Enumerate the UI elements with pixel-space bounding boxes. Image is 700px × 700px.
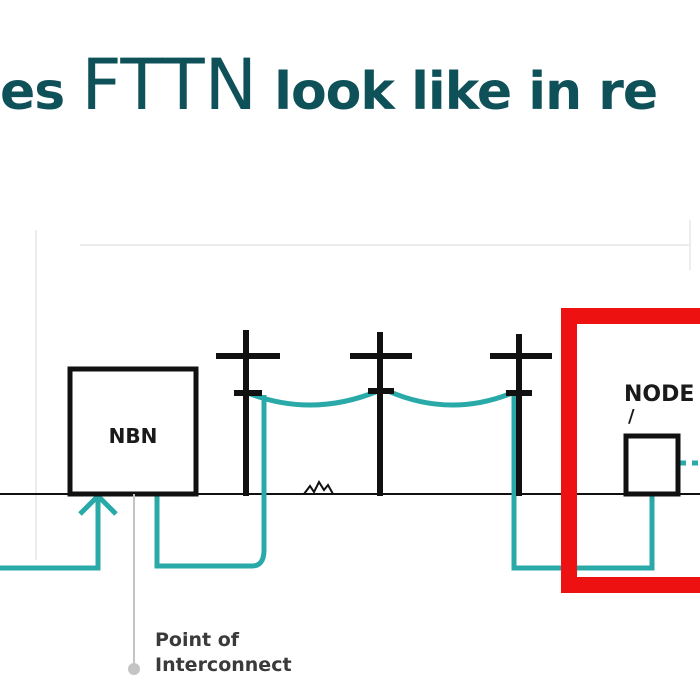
fibre-pole-to-node [511, 395, 655, 571]
background-gridlines [35, 220, 691, 560]
poi-label-line2: Interconnect [155, 654, 292, 676]
nbn-label: NBN [109, 424, 158, 448]
node-pointer: / [628, 406, 635, 427]
slide-title: es FTTN look like in re [0, 50, 658, 122]
title-prefix: es [0, 62, 82, 122]
node-cabinet-box [623, 433, 681, 497]
poi-label-line1: Point of [155, 629, 240, 651]
grass-tuft-icon [303, 479, 334, 495]
telegraph-pole-3 [490, 334, 552, 496]
fibre-to-nbn [0, 498, 101, 571]
title-suffix: look like in re [257, 62, 658, 122]
title-highlight: FTTN [81, 44, 258, 126]
node-highlight-frame [561, 308, 700, 593]
fibre-nbn-to-pole [154, 395, 267, 569]
telegraph-pole-2 [350, 332, 412, 496]
poi-pin-icon [128, 663, 140, 675]
aerial-cable-span-2 [387, 388, 513, 408]
telegraph-pole-1 [216, 330, 280, 496]
aerial-cable-span-1 [247, 388, 379, 408]
node-label: NODE [624, 382, 694, 407]
